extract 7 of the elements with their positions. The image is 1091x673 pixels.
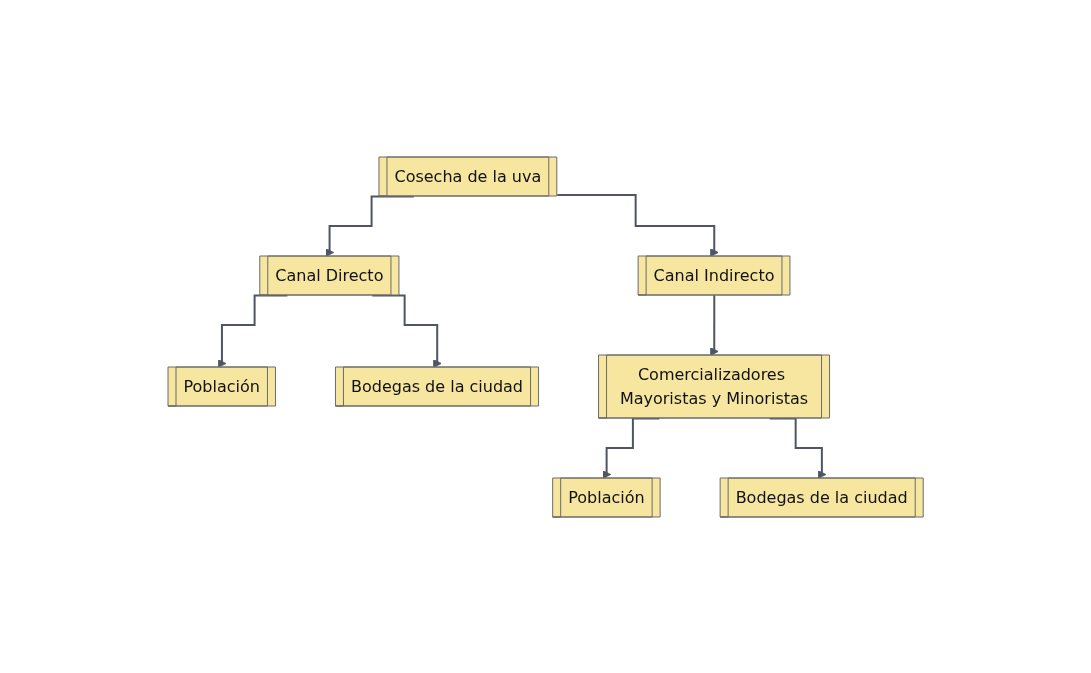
arrow: [556, 193, 719, 257]
arrow: [217, 294, 289, 368]
arrow: [768, 417, 827, 479]
arrow: [602, 417, 661, 479]
arrow: [709, 294, 719, 356]
arrow: [325, 195, 415, 257]
arrow: [371, 294, 442, 368]
